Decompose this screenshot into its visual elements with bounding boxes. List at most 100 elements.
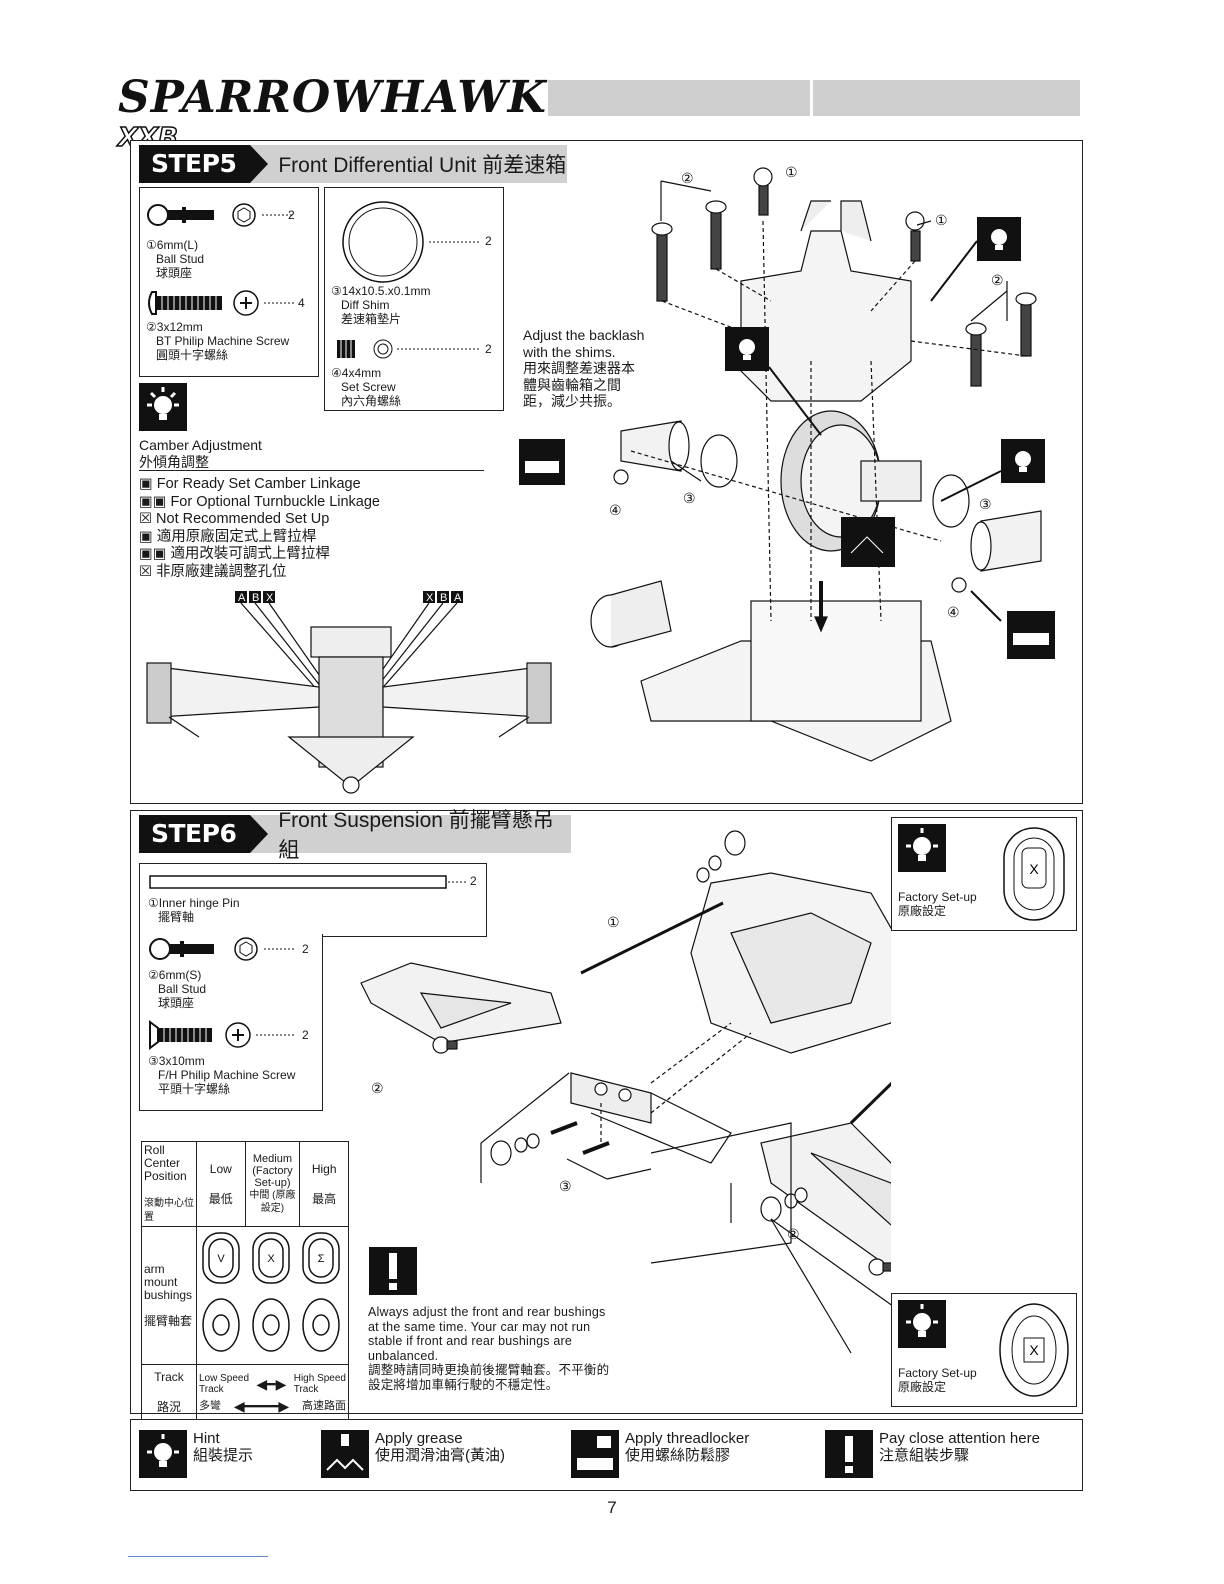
bushing-diagrams: V X Σ	[202, 1232, 340, 1352]
step6-parts-lower: 2 ②6mm(S) Ball Stud 球頭座 2 ③3x10mm F/H Ph…	[139, 934, 323, 1111]
hint-icon	[139, 383, 187, 431]
part-3-qty: 2	[485, 234, 492, 248]
bushing-x-diagram: X	[1003, 827, 1065, 921]
part-4-qty: 2	[485, 342, 492, 356]
part-2-qty: 2	[302, 942, 309, 956]
callout: ③	[559, 1178, 572, 1194]
callout: ①	[935, 212, 948, 228]
bushing-mark: Σ	[318, 1253, 325, 1265]
camber-mark: B	[440, 592, 447, 604]
camber-divider	[139, 470, 484, 471]
step5-panel: STEP5 Front Differential Unit 前差速箱 2 ①6m…	[130, 140, 1083, 804]
step5-badge: STEP5	[139, 145, 269, 183]
machine-screw-icon	[148, 290, 294, 316]
brand-logo: SPARROWHAWK XXB	[117, 72, 548, 154]
part-3-qty: 2	[302, 1028, 309, 1042]
hint-icon	[725, 217, 1045, 483]
step6-badge: STEP6	[139, 815, 269, 853]
bushing-mark: V	[217, 1253, 225, 1265]
step5-parts-left: 2 ①6mm(L) Ball Stud 球頭座 4 ②3x12mm BT Phi…	[139, 187, 319, 377]
rc-medium: Medium (Factory Set-up)中間 (原廠設定)	[244, 1141, 301, 1227]
diff-exploded-diagram: ② ① ① ② ③ ④ ③ ④	[519, 164, 1055, 762]
header-bar	[548, 80, 1080, 116]
backlash-note: Adjust the backlash with the shims. 用來調整…	[523, 327, 645, 409]
step5-header: STEP5 Front Differential Unit 前差速箱	[139, 145, 567, 183]
callout: ③	[683, 490, 696, 506]
camber-option: ▣▣ For Optional Turnbuckle Linkage	[139, 493, 381, 510]
step6-header: STEP6 Front Suspension 前擺臂懸吊組	[139, 809, 571, 862]
part-1-qty: 2	[288, 208, 295, 222]
bushing-mark: X	[1029, 861, 1039, 877]
part-1-qty: 2	[470, 874, 477, 888]
camber-options: ▣ For Ready Set Camber Linkage ▣▣ For Op…	[139, 476, 380, 581]
bushing-cells: V X Σ	[196, 1226, 349, 1365]
step6-parts: 2 ①Inner hinge Pin 擺臂軸	[139, 863, 487, 937]
attention-icon	[825, 1430, 873, 1478]
flat-head-screw-icon	[149, 1020, 296, 1050]
part-4-label: ④4x4mm Set Screw 內六角螺絲	[331, 366, 402, 408]
bushing-mark: X	[1029, 1342, 1039, 1358]
hinge-pin-icon	[149, 875, 466, 889]
grease-icon	[321, 1430, 369, 1478]
part-2-label: ②3x12mm BT Philip Machine Screw 圓頭十字螺絲	[146, 320, 290, 362]
part-1-label: ①6mm(L) Ball Stud 球頭座	[146, 238, 205, 280]
footer-rule	[128, 1556, 268, 1557]
hint-icon	[139, 1430, 187, 1478]
callout: ④	[609, 502, 622, 518]
hint-icon	[898, 824, 946, 872]
camber-option: ▣ For Ready Set Camber Linkage	[139, 476, 361, 492]
brand-name: SPARROWHAWK	[118, 72, 547, 123]
bushing-warning: Always adjust the front and rear bushing…	[368, 1305, 610, 1392]
callout: ①	[785, 164, 798, 180]
camber-mark: X	[426, 592, 434, 604]
camber-option: ☒ Not Recommended Set Up	[139, 511, 330, 527]
camber-option: ☒ 非原廠建議調整孔位	[139, 563, 287, 580]
set-screw-icon	[337, 339, 481, 359]
threadlocker-icon	[1007, 611, 1055, 659]
attention-icon	[369, 1247, 417, 1295]
part-2-label: ②6mm(S) Ball Stud 球頭座	[148, 968, 207, 1010]
callout: ③	[979, 496, 992, 512]
callout: ①	[607, 914, 620, 930]
ball-stud-icon	[149, 937, 296, 961]
camber-mark: A	[454, 592, 462, 604]
diff-shim-icon	[342, 201, 479, 283]
threadlocker-icon	[571, 1430, 619, 1478]
camber-mark: A	[238, 592, 246, 604]
page-number: 7	[607, 1498, 617, 1517]
callout: ②	[371, 1080, 384, 1096]
step6-panel: STEP6 Front Suspension 前擺臂懸吊組 2 ①Inner h…	[130, 809, 1083, 1421]
callout: ②	[681, 170, 694, 186]
camber-mark: B	[252, 592, 259, 604]
part-3-label: ③3x10mm F/H Philip Machine Screw 平頭十字螺絲	[148, 1054, 296, 1096]
callout: ④	[947, 604, 960, 620]
part-3-label: ③14x10.5.x0.1mm Diff Shim 差速箱墊片	[331, 284, 431, 326]
camber-option: ▣ 適用原廠固定式上臂拉桿	[139, 528, 317, 545]
callout: ②	[991, 272, 1004, 288]
part-2-qty: 4	[298, 296, 305, 310]
threadlocker-icon	[519, 439, 565, 485]
grease-icon	[841, 517, 895, 567]
step6-title: Front Suspension 前擺臂懸吊組	[278, 809, 554, 862]
bushing-x-diagram: X	[999, 1303, 1069, 1397]
bushing-mark: X	[267, 1253, 275, 1265]
ball-stud-icon	[147, 203, 294, 227]
camber-option: ▣▣ 適用改裝可調式上臂拉桿	[139, 546, 330, 562]
